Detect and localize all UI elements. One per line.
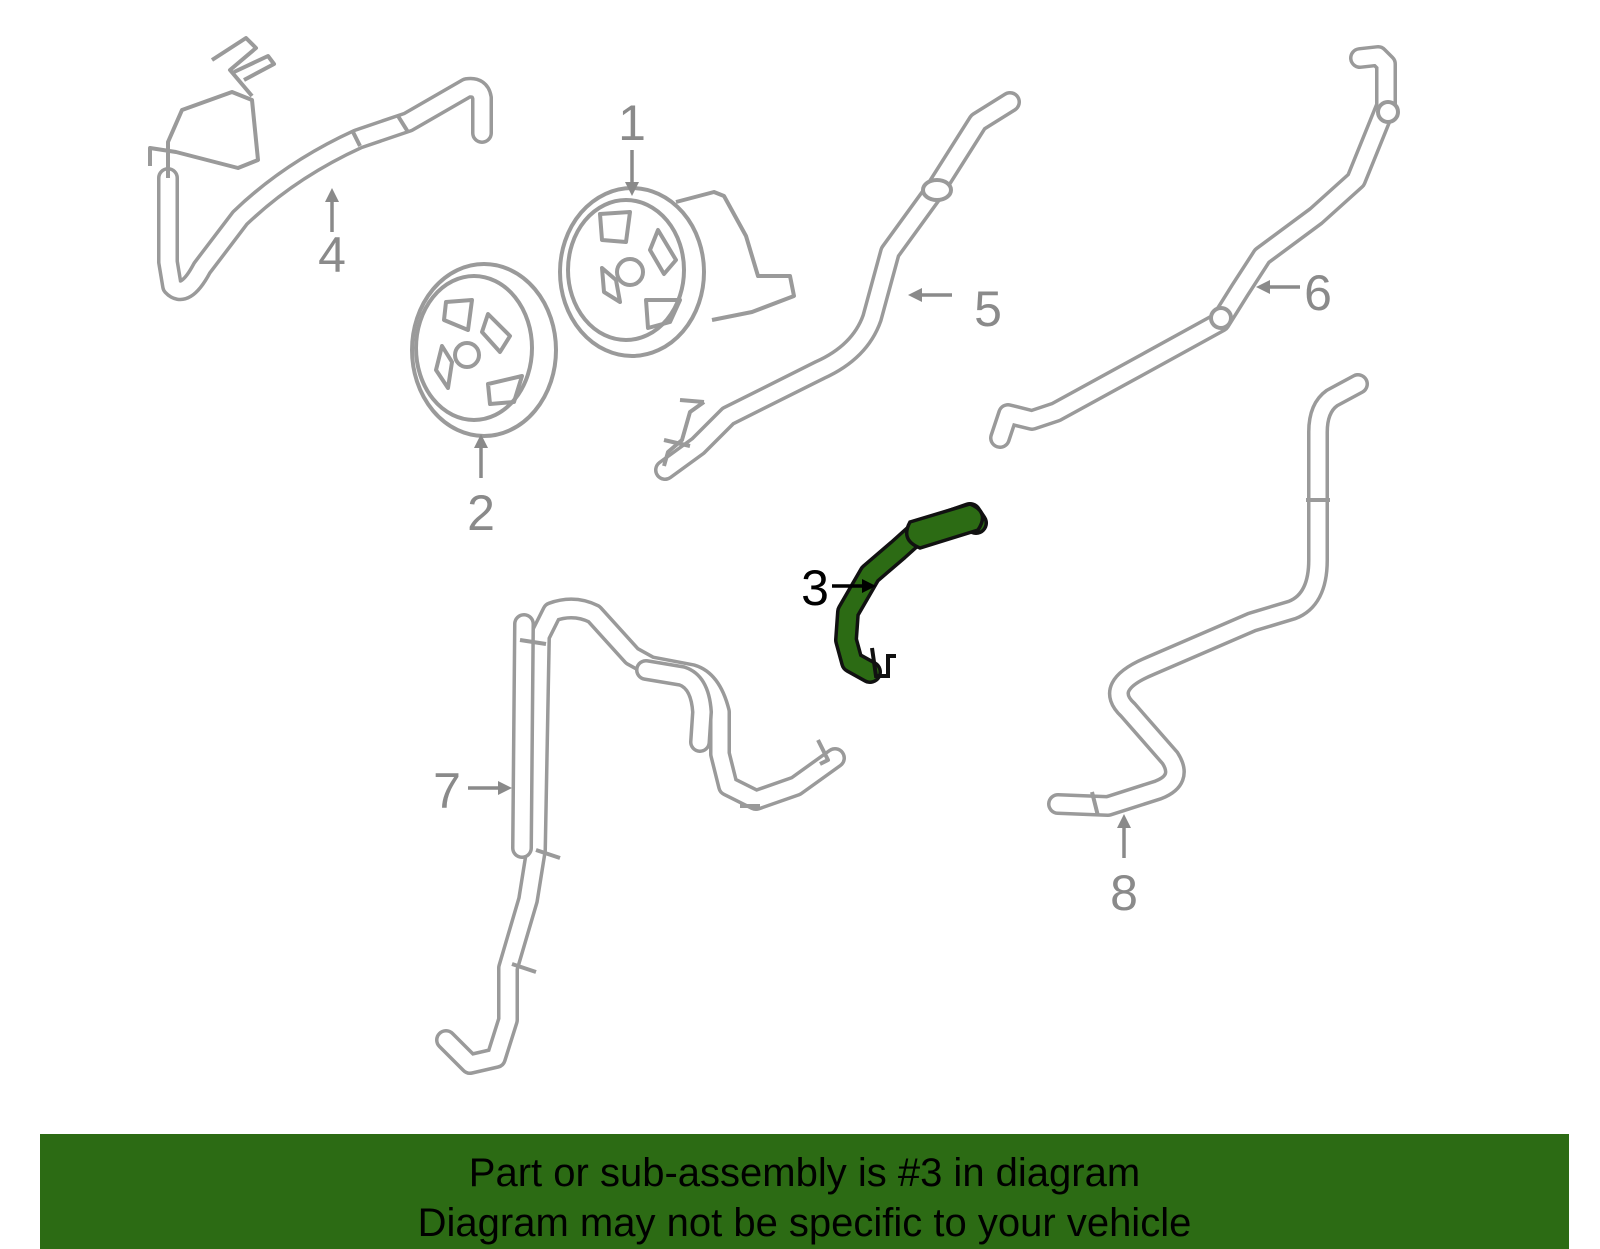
part-1-power-steering-pump[interactable] [558,186,796,358]
banner-line-1: Part or sub-assembly is #3 in diagram [468,1151,1141,1195]
callout-8[interactable]: 8 [1110,814,1138,921]
callout-3[interactable]: 3 [801,560,876,616]
banner-line-2: Diagram may not be specific to your vehi… [417,1201,1192,1245]
callout-5-label: 5 [974,281,1002,337]
part-6-line[interactable] [989,45,1400,449]
info-banner: Part or sub-assembly is #3 in diagram Di… [40,1134,1569,1249]
callout-3-label: 3 [801,560,829,616]
callout-6-label: 6 [1304,265,1332,321]
part-3-hose[interactable] [834,502,988,684]
callout-8-label: 8 [1110,865,1138,921]
callout-4[interactable]: 4 [318,188,346,283]
callout-2-label: 2 [467,485,495,541]
callout-7[interactable]: 7 [433,763,512,819]
callout-6[interactable]: 6 [1256,265,1332,321]
part-8-line[interactable] [1047,373,1369,817]
part-5-line[interactable] [654,91,1021,481]
callout-5[interactable]: 5 [908,281,1002,337]
part-2-pulley[interactable] [410,262,558,438]
part-7-line[interactable] [435,597,846,1075]
part-4-hose[interactable] [148,36,493,302]
callout-1-label: 1 [618,95,646,151]
callout-7-label: 7 [433,763,461,819]
callout-2[interactable]: 2 [467,434,495,541]
callout-1[interactable]: 1 [618,95,646,196]
callout-4-label: 4 [318,227,346,283]
